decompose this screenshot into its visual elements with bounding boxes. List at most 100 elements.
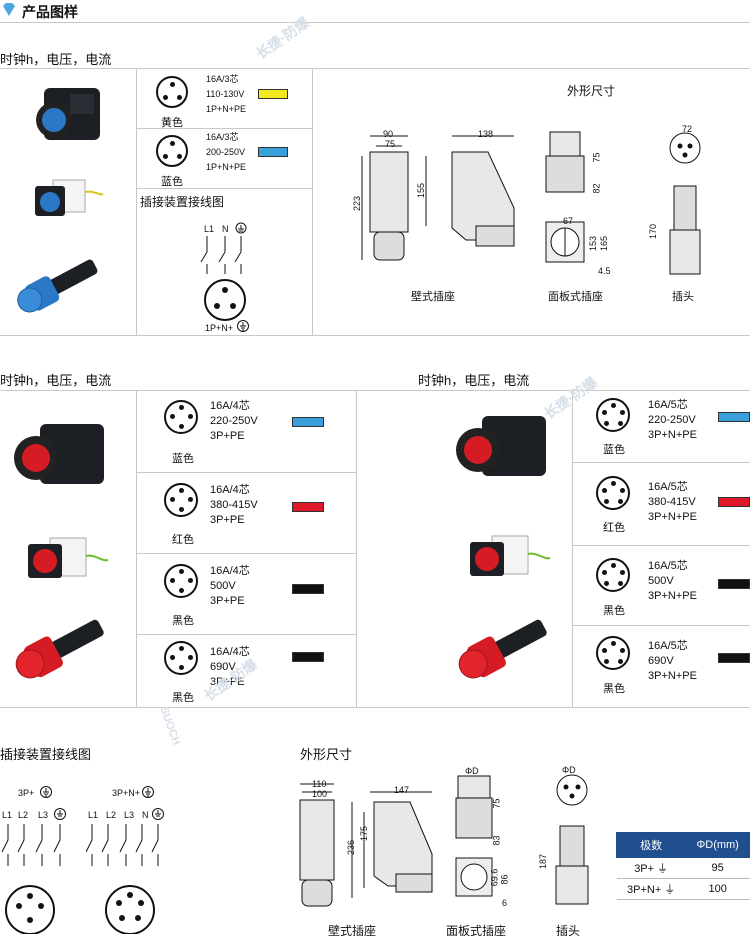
socket-4pin-icon bbox=[164, 400, 198, 434]
dim: ΦD bbox=[465, 766, 479, 776]
wiring-label-l3: L3 bbox=[124, 810, 135, 820]
dim: 155 bbox=[416, 182, 427, 199]
wiring-diagram-1p bbox=[200, 222, 247, 321]
dim: 86 bbox=[499, 874, 510, 885]
wiring-label-l1: L1 bbox=[2, 810, 13, 820]
color-swatch bbox=[718, 497, 750, 507]
spec-current: 16A/5芯 bbox=[648, 640, 688, 652]
divider bbox=[136, 391, 137, 707]
spec-voltage: 380-415V bbox=[648, 496, 696, 508]
color-label: 黄色 bbox=[161, 117, 183, 129]
wiring-label-l1: L1 bbox=[204, 224, 215, 234]
section1-title: 时钟h，电压，电流 bbox=[0, 52, 112, 67]
section2-title: 时钟h，电压，电流 bbox=[0, 373, 112, 388]
spec-voltage: 380-415V bbox=[210, 499, 258, 511]
socket-5pin-icon bbox=[596, 398, 630, 432]
divider bbox=[572, 462, 750, 463]
dim: 82 bbox=[591, 183, 602, 194]
wall-socket-drawing bbox=[299, 783, 433, 907]
watermark-brand: SUOCH bbox=[157, 705, 183, 747]
spec-current: 16A/5芯 bbox=[648, 481, 688, 493]
color-swatch bbox=[292, 502, 324, 512]
spec-voltage: 690V bbox=[648, 655, 674, 667]
color-label: 蓝色 bbox=[603, 444, 625, 456]
dim: 75 bbox=[591, 152, 602, 163]
dim: 153 bbox=[588, 235, 599, 252]
wall-socket-photo bbox=[456, 416, 546, 476]
outline-title: 外形尺寸 bbox=[300, 747, 353, 762]
divider bbox=[572, 391, 573, 707]
divider bbox=[136, 472, 356, 473]
socket-4pin-icon bbox=[164, 641, 198, 675]
outline-title: 外形尺寸 bbox=[567, 84, 616, 98]
divider bbox=[136, 128, 312, 129]
spec-poles: 3P+PE bbox=[210, 676, 245, 688]
color-label: 黑色 bbox=[172, 615, 194, 627]
dim: 236 bbox=[346, 839, 357, 856]
color-swatch bbox=[258, 89, 288, 99]
spec-voltage: 200-250V bbox=[206, 147, 246, 157]
table-header: 极数 bbox=[615, 832, 687, 858]
caption-plug: 插头 bbox=[556, 924, 581, 936]
wiring-diagram-3pn bbox=[86, 808, 164, 934]
ground-icon bbox=[142, 786, 154, 798]
color-label: 黑色 bbox=[172, 692, 194, 704]
spec-voltage: 690V bbox=[210, 661, 236, 673]
plug-drawing bbox=[669, 132, 701, 275]
dim: 223 bbox=[352, 195, 363, 212]
wiring-diagram-3p bbox=[1, 808, 66, 934]
spec-voltage: 220-250V bbox=[648, 414, 696, 426]
wiring-label-n: N bbox=[222, 224, 229, 234]
dim: 6 bbox=[502, 898, 508, 908]
dim: 83 bbox=[491, 835, 502, 846]
wiring-top-label: 3P+N+ bbox=[112, 788, 141, 798]
dim: 90 bbox=[383, 129, 394, 139]
color-label: 黑色 bbox=[603, 683, 625, 695]
divider bbox=[356, 391, 357, 707]
diamond-icon bbox=[3, 3, 15, 16]
socket-4pin-icon bbox=[164, 483, 198, 517]
spec-poles: 3P+N+PE bbox=[648, 590, 697, 602]
dimension-table: 极数 ΦD(mm) 3P+ ⏚ 95 3P+N+ ⏚ 100 bbox=[615, 832, 750, 900]
divider bbox=[0, 335, 750, 336]
dim: 72 bbox=[682, 124, 693, 134]
spec-voltage: 500V bbox=[210, 580, 236, 592]
color-label: 黑色 bbox=[603, 605, 625, 617]
table-row: 3P+N+ ⏚ 100 bbox=[616, 878, 750, 900]
table-cell: 3P+N+ ⏚ bbox=[616, 878, 686, 900]
socket-3pin-icon bbox=[156, 135, 188, 167]
wall-socket-drawing bbox=[361, 135, 515, 261]
divider bbox=[0, 707, 750, 708]
spec-poles: 3P+PE bbox=[210, 514, 245, 526]
caption-plug: 插头 bbox=[672, 291, 694, 303]
spec-poles: 3P+PE bbox=[210, 595, 245, 607]
color-swatch bbox=[292, 417, 324, 427]
wiring-label-l3: L3 bbox=[38, 810, 49, 820]
color-label: 蓝色 bbox=[172, 453, 194, 465]
panel-socket-photo bbox=[28, 537, 109, 578]
panel-socket-photo bbox=[35, 179, 104, 216]
socket-3pin-icon bbox=[156, 76, 188, 108]
spec-current: 16A/4芯 bbox=[210, 565, 250, 577]
socket-4pin-icon bbox=[164, 564, 198, 598]
caption-wall: 壁式插座 bbox=[411, 291, 455, 303]
dim: 75 bbox=[491, 798, 502, 809]
dim: 147 bbox=[394, 785, 410, 795]
dim: 67 bbox=[563, 216, 574, 226]
header-bar: 产品图样 bbox=[0, 0, 750, 22]
section3-title: 时钟h，电压，电流 bbox=[418, 373, 530, 388]
dim: 75 bbox=[385, 139, 396, 149]
spec-poles: 1P+N+PE bbox=[206, 162, 247, 172]
divider bbox=[0, 68, 750, 69]
spec-voltage: 220-250V bbox=[210, 415, 258, 427]
dim: 138 bbox=[478, 129, 494, 139]
table-row: 3P+ ⏚ 95 bbox=[616, 857, 750, 879]
panel-socket-drawing bbox=[455, 775, 493, 897]
spec-poles: 1P+N+PE bbox=[206, 104, 247, 114]
dim: 187 bbox=[538, 853, 549, 870]
spec-current: 16A/3芯 bbox=[206, 74, 239, 84]
wall-socket-photo bbox=[14, 424, 104, 484]
table-cell: 95 bbox=[685, 857, 750, 879]
wiring-label-l2: L2 bbox=[106, 810, 117, 820]
color-swatch bbox=[258, 147, 288, 157]
